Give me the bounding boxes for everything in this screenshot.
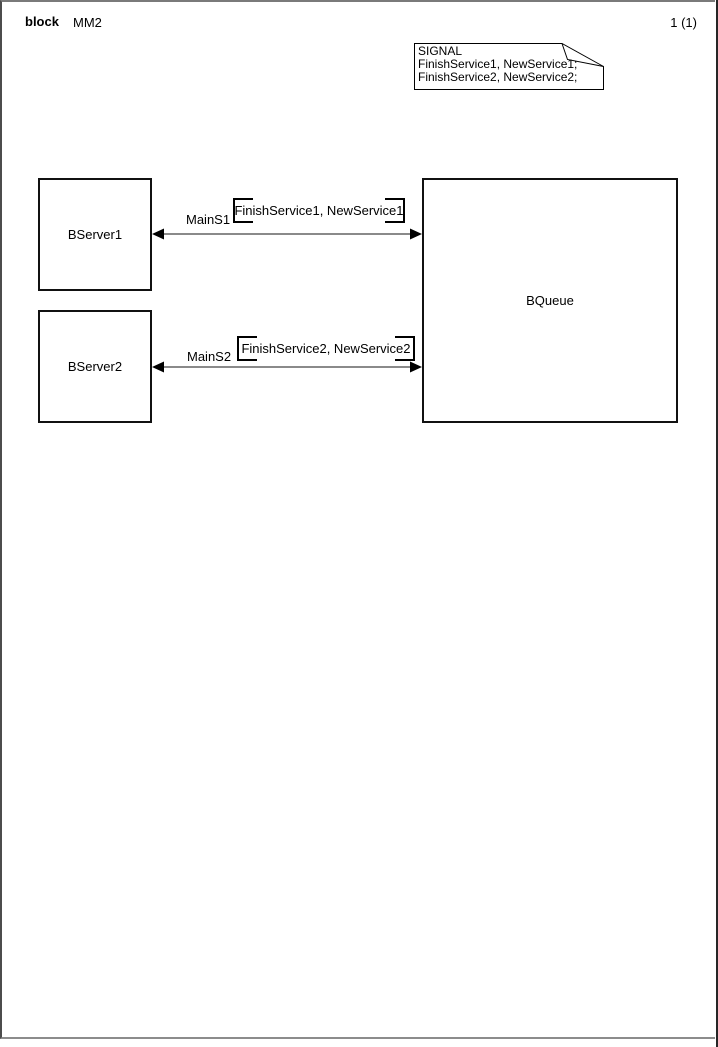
signal-note-line: FinishService2, NewService2; (418, 70, 578, 84)
left-bracket-icon (233, 198, 253, 223)
channel-name-mains1[interactable]: MainS1 (186, 212, 231, 227)
diagram-kind-label: block (25, 14, 59, 29)
signal-note-text: SIGNAL FinishService1, NewService1; Fini… (418, 45, 577, 84)
diagram-name: MM2 (73, 15, 102, 30)
channel-mains1[interactable] (151, 224, 423, 244)
folded-corner-note-shape (414, 43, 604, 90)
block-label: BQueue (526, 293, 574, 308)
arrowhead-left-icon (152, 228, 164, 240)
signal-list-text: FinishService2, NewService2 (241, 341, 411, 356)
right-bracket-icon (395, 336, 415, 361)
right-bracket-icon (385, 198, 405, 223)
signal-list-text: FinishService1, NewService1 (234, 203, 404, 218)
block-bserver1[interactable]: BServer1 (38, 178, 152, 291)
block-bserver2[interactable]: BServer2 (38, 310, 152, 423)
arrowhead-left-icon (152, 361, 164, 373)
signal-declaration-note[interactable]: SIGNAL FinishService1, NewService1; Fini… (414, 43, 604, 91)
signal-list-mains2[interactable]: FinishService2, NewService2 (237, 336, 415, 361)
block-bqueue[interactable]: BQueue (422, 178, 678, 423)
block-label: BServer1 (67, 227, 123, 242)
arrowhead-right-icon (410, 361, 422, 373)
signal-note-line: FinishService1, NewService1; (418, 57, 578, 71)
left-bracket-icon (237, 336, 257, 361)
block-label: BServer2 (67, 359, 123, 374)
window-right-edge (716, 0, 718, 1047)
page-number: 1 (1) (670, 15, 697, 30)
channel-name-mains2[interactable]: MainS2 (187, 349, 232, 364)
channel-mains2[interactable] (151, 357, 423, 377)
signal-list-mains1[interactable]: FinishService1, NewService1 (233, 198, 405, 223)
arrowhead-right-icon (410, 228, 422, 240)
signal-note-title: SIGNAL (418, 44, 463, 58)
